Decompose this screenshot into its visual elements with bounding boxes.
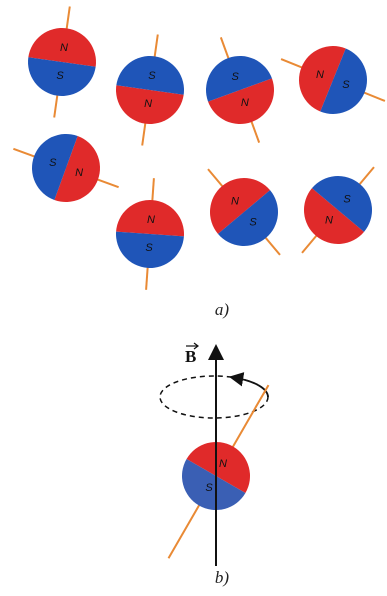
north-pole-label: N bbox=[316, 69, 324, 81]
north-pole-label: N bbox=[75, 167, 83, 179]
dipole-magnet: N S bbox=[276, 145, 387, 275]
north-pole-label: N bbox=[144, 98, 152, 110]
south-pole-label: S bbox=[343, 193, 351, 205]
south-pole-label: S bbox=[145, 242, 153, 254]
south-pole-label: S bbox=[49, 157, 57, 169]
north-pole-label: N bbox=[241, 97, 249, 109]
north-pole-label: N bbox=[325, 215, 333, 227]
dipole-magnet: N S bbox=[268, 27, 387, 132]
panel-b: B N S b) bbox=[139, 343, 298, 587]
north-pole-label: N bbox=[60, 42, 68, 54]
panel-b-caption: b) bbox=[215, 568, 230, 587]
south-pole-label: S bbox=[232, 71, 240, 83]
field-label-text: B bbox=[185, 347, 196, 366]
dipole-magnet: N S bbox=[189, 26, 291, 155]
dipole-magnet: N S bbox=[182, 147, 306, 277]
panel-a-caption: a) bbox=[215, 300, 230, 319]
south-pole-label: S bbox=[148, 70, 156, 82]
north-pole-label: N bbox=[219, 458, 227, 470]
field-vector-label: B bbox=[185, 343, 198, 366]
north-pole-label: N bbox=[231, 195, 239, 207]
south-pole-label: S bbox=[249, 217, 257, 229]
panel-a: N S N S N S N S bbox=[2, 2, 387, 319]
dipole-magnet: N S bbox=[21, 2, 104, 122]
dipole-magnet: N S bbox=[109, 30, 192, 150]
north-pole-label: N bbox=[147, 214, 155, 226]
dipole-magnet: N S bbox=[2, 117, 131, 219]
south-pole-label: S bbox=[56, 70, 64, 82]
south-pole-label: S bbox=[342, 79, 350, 91]
precessing-magnet: N S bbox=[139, 368, 298, 575]
south-pole-label: S bbox=[205, 482, 213, 494]
dipole-magnet: N S bbox=[112, 176, 188, 292]
